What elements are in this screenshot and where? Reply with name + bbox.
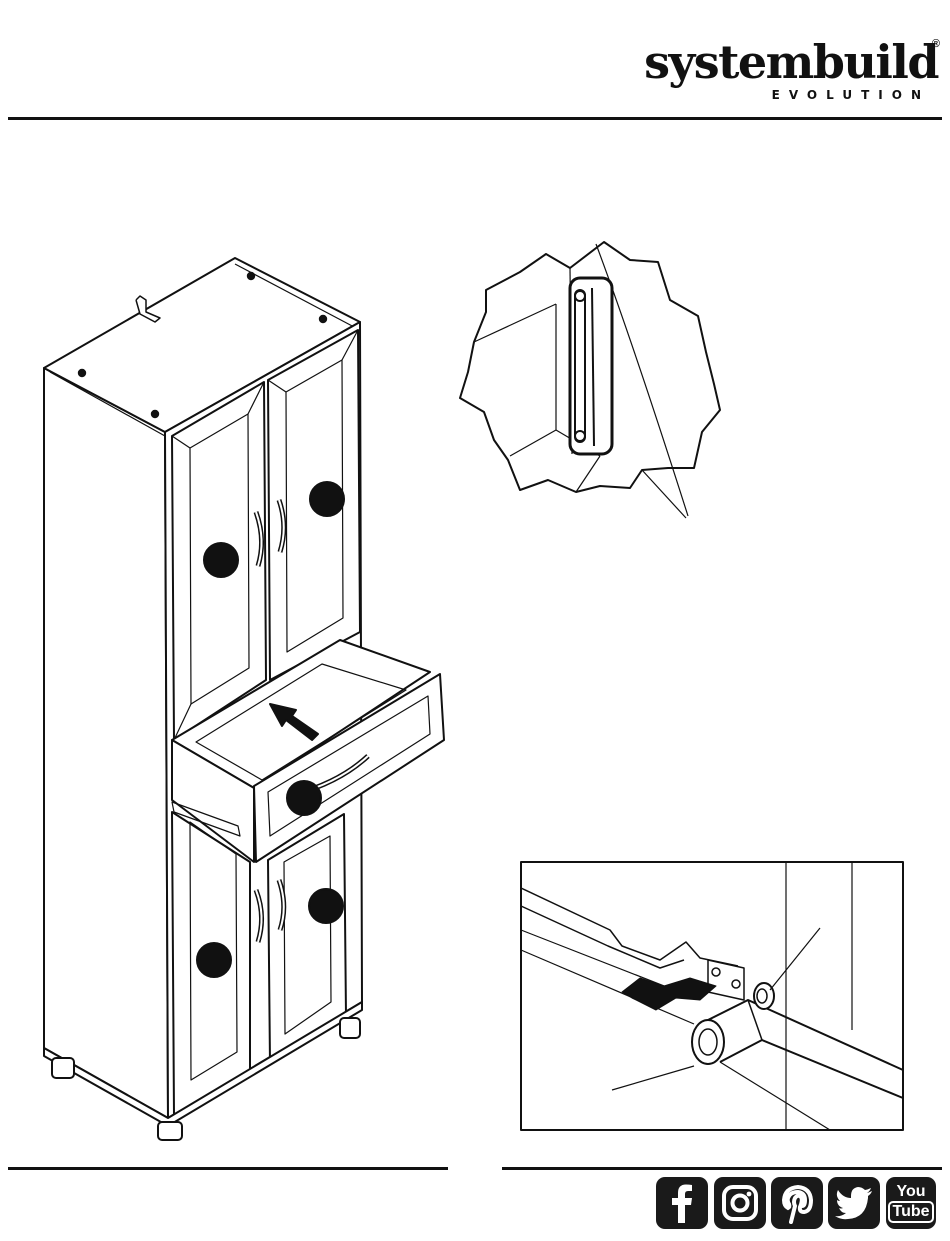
youtube-icon[interactable]: You Tube: [886, 1177, 936, 1229]
youtube-label-top: You: [896, 1183, 925, 1201]
facebook-icon[interactable]: [656, 1177, 708, 1229]
youtube-label-bottom: Tube: [888, 1201, 933, 1223]
footer-divider-right: [502, 1167, 942, 1170]
footer-divider-left: [8, 1167, 448, 1170]
pinterest-icon[interactable]: [771, 1177, 823, 1229]
twitter-icon[interactable]: [828, 1177, 880, 1229]
instagram-icon[interactable]: [714, 1177, 766, 1229]
